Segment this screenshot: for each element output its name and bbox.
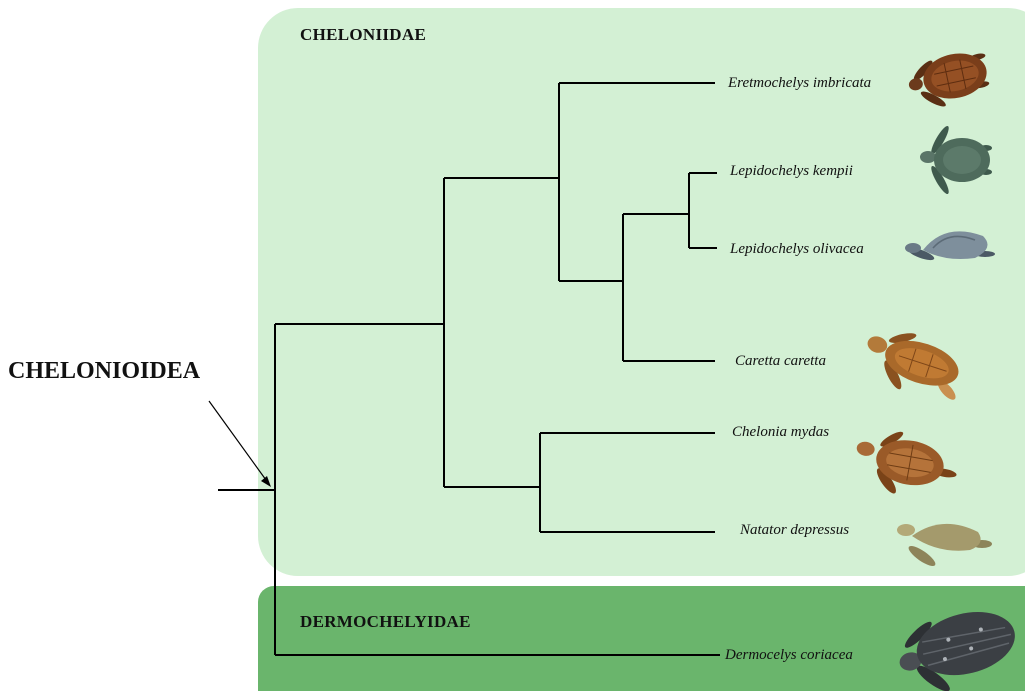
species-label-natator-depressus: Natator depressus [740,522,850,538]
species-label-caretta-caretta: Caretta caretta [735,353,826,369]
family-label-dermochelyidae: DERMOCHELYIDAE [300,612,471,631]
flatback-turtle-icon [897,523,992,567]
tree-branches [218,82,720,656]
kemps-ridley-turtle-icon [920,126,992,194]
species-label-chelonia-mydas: Chelonia mydas [732,424,830,440]
species-label-dermocelys-coriacea: Dermocelys coriacea [725,647,853,663]
hawksbill-turtle-icon [908,53,990,107]
green-turtle-icon [856,431,957,494]
species-label-lepidochelys-kempii: Lepidochelys kempii [730,163,853,179]
olive-ridley-turtle-icon [905,231,995,261]
species-label-eretmochelys-imbricata: Eretmochelys imbricata [728,75,872,91]
species-label-lepidochelys-olivacea: Lepidochelys olivacea [730,241,864,257]
cheloniidae-region [258,8,1025,576]
loggerhead-turtle-icon [867,333,959,400]
superfamily-label: CHELONIOIDEA [8,358,201,384]
family-label-cheloniidae: CHELONIIDAE [300,25,427,44]
superfamily-arrow [208,400,271,487]
leatherback-turtle-icon [899,612,1015,691]
dermochelyidae-region [258,586,1025,691]
